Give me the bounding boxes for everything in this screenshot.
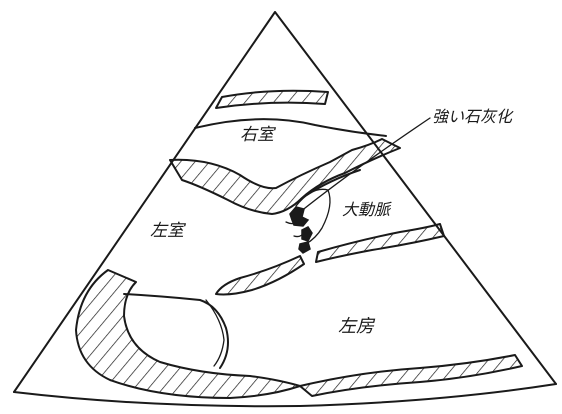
- lv-posterior-wall: [76, 270, 300, 398]
- la-posterior-wall: [300, 355, 522, 396]
- label-left-ventricle: 左室: [150, 221, 187, 241]
- chest-wall-band: [216, 91, 328, 108]
- aorta-posterior-wall: [316, 224, 444, 262]
- mitral-leaflet: [216, 256, 304, 295]
- label-right-ventricle: 右室: [240, 125, 277, 145]
- label-left-atrium: 左房: [338, 316, 376, 337]
- label-calcification-note: 強い石灰化: [432, 107, 514, 126]
- calcification: [286, 207, 312, 253]
- label-aorta: 大動脈: [342, 200, 392, 219]
